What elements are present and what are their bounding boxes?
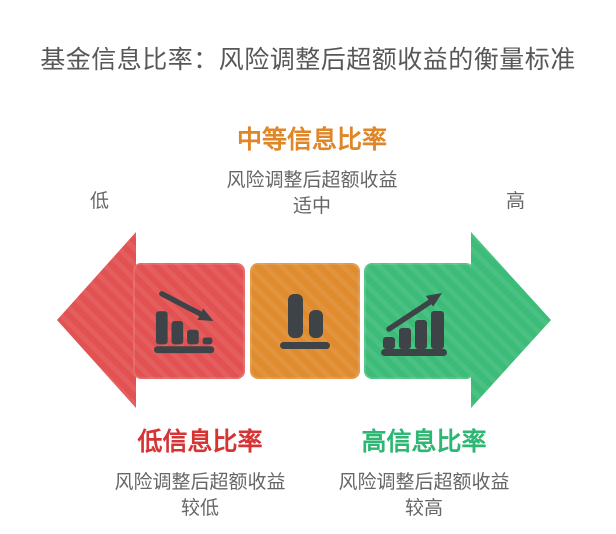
declining-bar-chart-icon bbox=[152, 286, 226, 356]
high-heading: 高信息比率 bbox=[361, 428, 487, 456]
medium-desc-line2: 适中 bbox=[292, 196, 331, 217]
high-desc-line1: 风险调整后超额收益 bbox=[338, 472, 510, 493]
low-segment bbox=[133, 263, 245, 379]
low-desc-line1: 风险调整后超额收益 bbox=[114, 472, 286, 493]
left-arrowhead bbox=[57, 232, 136, 408]
high-section-label: 高信息比率 风险调整后超额收益 较高 bbox=[284, 428, 564, 522]
high-segment bbox=[364, 263, 474, 379]
medium-segment bbox=[250, 263, 360, 379]
low-heading: 低信息比率 bbox=[137, 428, 263, 456]
axis-low-label: 低 bbox=[90, 191, 110, 212]
bar-chart-icon bbox=[274, 292, 336, 350]
axis-high-label: 高 bbox=[506, 191, 526, 212]
page-title: 基金信息比率：风险调整后超额收益的衡量标准 bbox=[40, 46, 576, 74]
low-desc-line2: 较低 bbox=[180, 498, 219, 519]
medium-heading: 中等信息比率 bbox=[236, 126, 387, 154]
right-arrowhead bbox=[471, 232, 551, 408]
rising-bar-chart-icon bbox=[381, 285, 457, 357]
medium-desc-line1: 风险调整后超额收益 bbox=[226, 170, 398, 191]
low-section-label: 低信息比率 风险调整后超额收益 较低 bbox=[60, 428, 340, 522]
medium-section-label: 中等信息比率 风险调整后超额收益 适中 bbox=[152, 126, 472, 220]
high-desc-line2: 较高 bbox=[404, 498, 443, 519]
